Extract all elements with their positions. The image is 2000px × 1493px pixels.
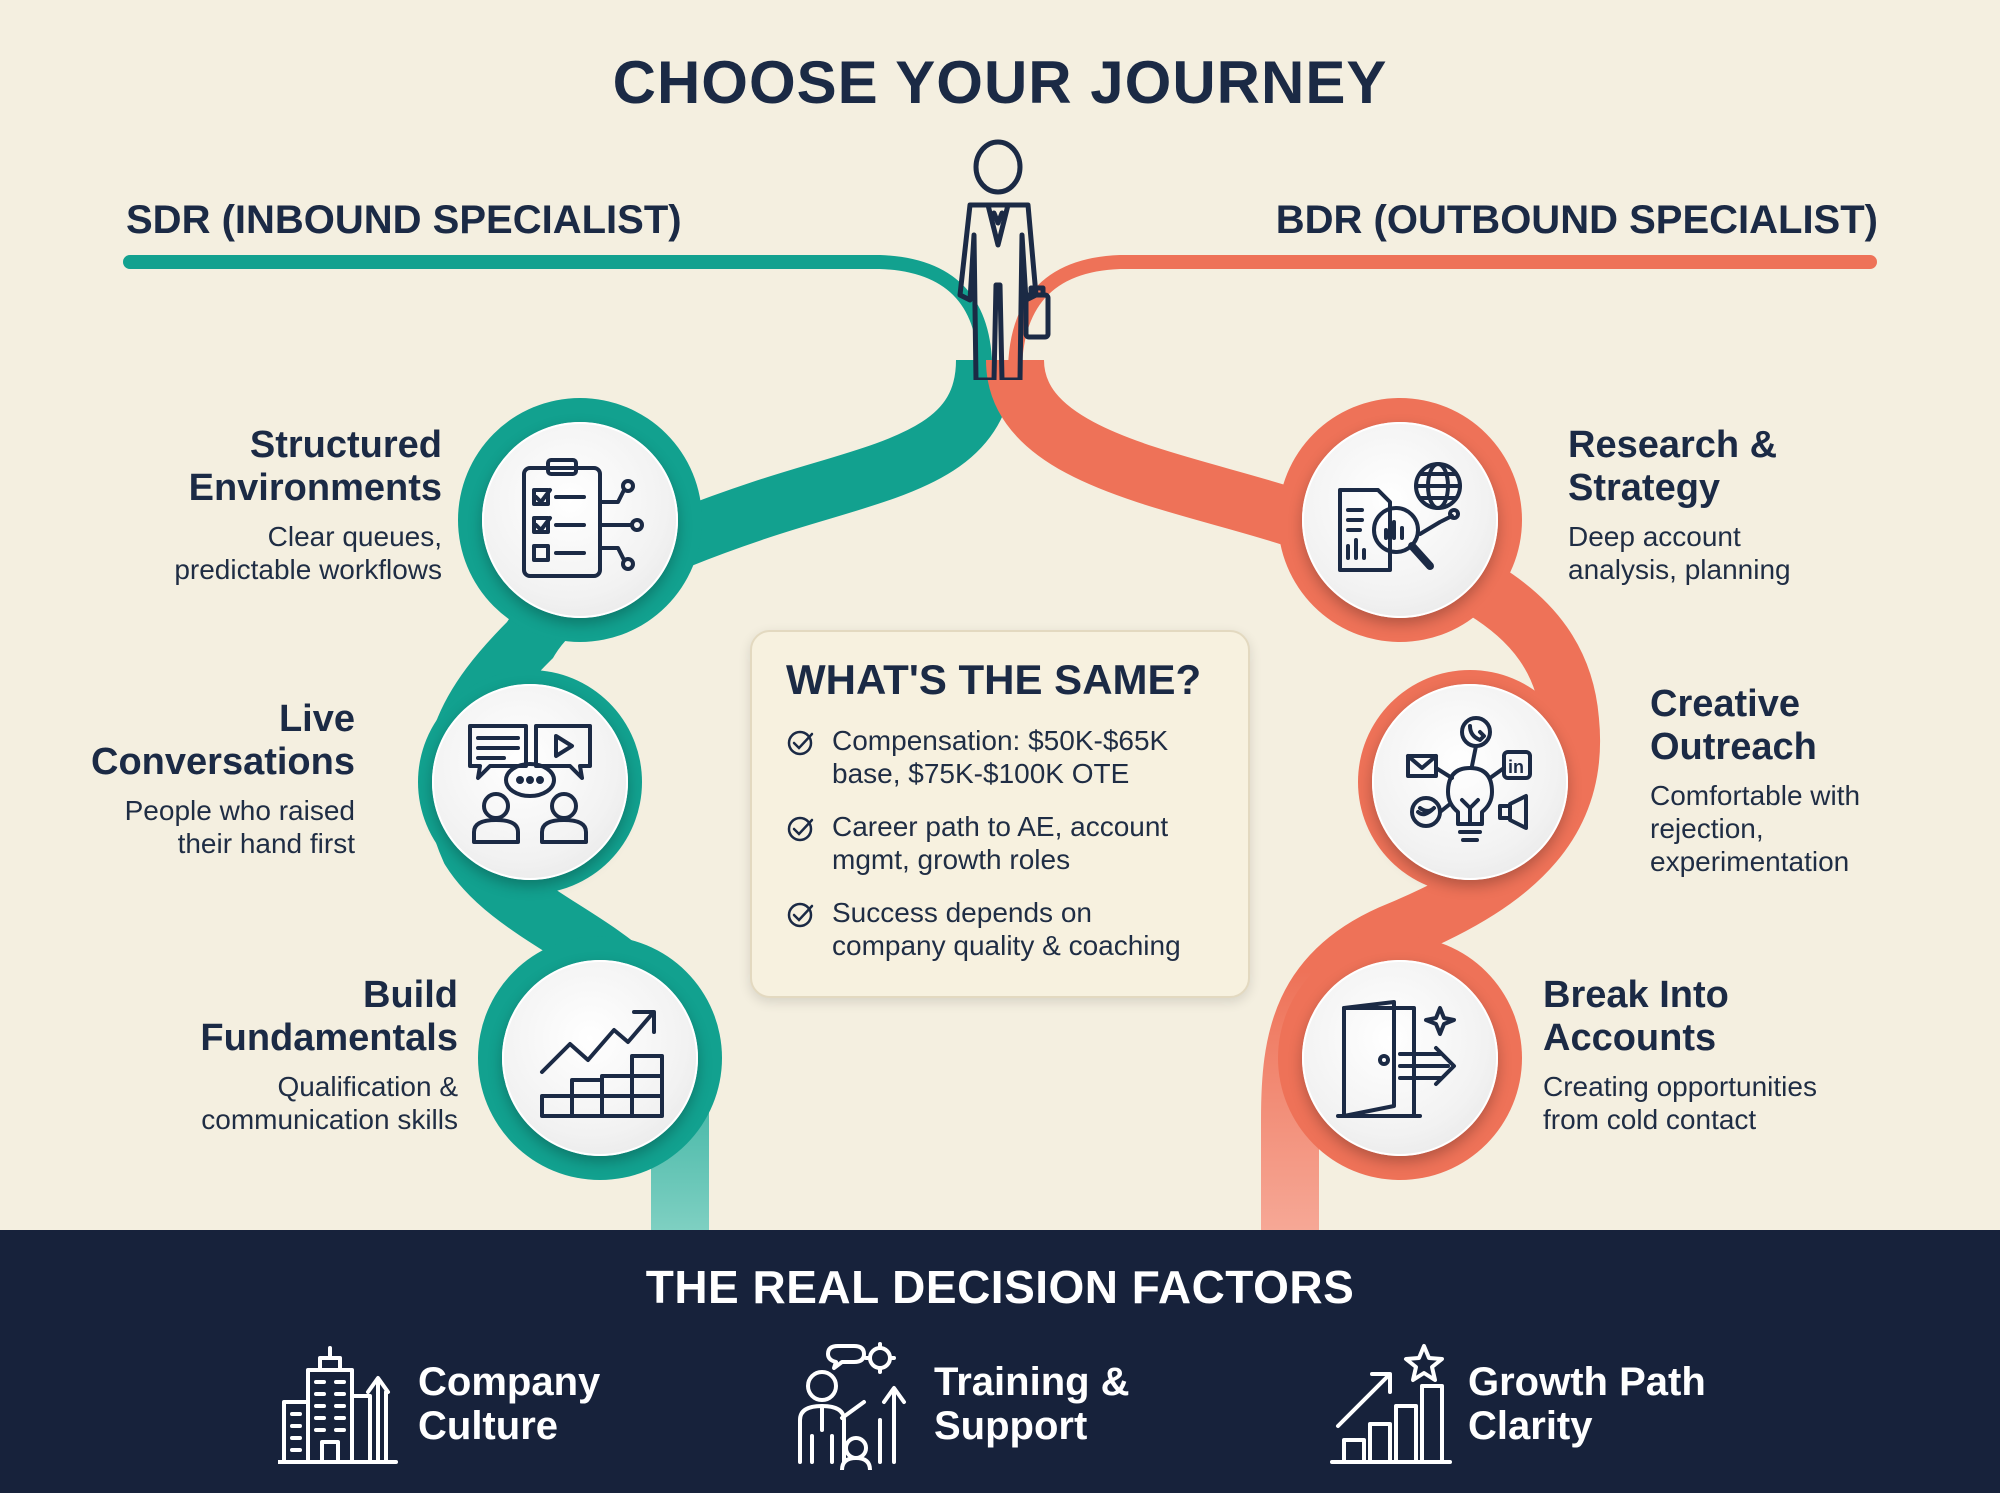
growth-star-icon (1330, 1344, 1452, 1464)
same-item-line1: Compensation: $50K-$65K (832, 725, 1169, 756)
page-title: CHOOSE YOUR JOURNEY (612, 49, 1388, 116)
factor-line2: Support (934, 1404, 1088, 1448)
factor-line2: Clarity (1468, 1404, 1593, 1448)
sdr-top-line (123, 255, 993, 387)
step-desc-line2: predictable workflows (174, 554, 442, 585)
step-desc-line1: People who raised (124, 795, 355, 826)
factor-line1: Company (418, 1360, 601, 1404)
same-item-line2: base, $75K-$100K OTE (832, 758, 1130, 789)
research-icon (1338, 462, 1462, 572)
step-title-line1: Research & (1568, 424, 1778, 466)
step-title-line1: Structured (249, 424, 442, 466)
step-title-line2: Environments (188, 467, 442, 509)
step-desc-line1: Deep account (1568, 521, 1741, 552)
step-title-line1: Creative (1650, 683, 1800, 725)
step-title-line2: Strategy (1568, 467, 1721, 509)
step-title-line2: Accounts (1543, 1017, 1717, 1059)
lightbulb-network-icon: in (1406, 716, 1532, 842)
step-title-line1: Build (363, 974, 458, 1016)
step-desc-line1: Clear queues, (267, 521, 442, 552)
same-panel-title: WHAT'S THE SAME? (786, 656, 1202, 703)
step-title-line2: Fundamentals (200, 1017, 458, 1059)
bdr-step-1-circle (1302, 422, 1498, 618)
step-desc-line3: experimentation (1650, 846, 1850, 877)
sdr-step-2-circle (432, 684, 628, 880)
sdr-step-3-circle (502, 960, 698, 1156)
same-item-line1: Success depends on (832, 897, 1092, 928)
check-circle-icon (787, 902, 814, 928)
footer-title: THE REAL DECISION FACTORS (645, 1261, 1355, 1313)
factor-line1: Growth Path (1468, 1360, 1706, 1404)
step-title-line1: Break Into (1543, 974, 1729, 1016)
checklist-icon (522, 458, 644, 578)
open-door-icon (1336, 1000, 1456, 1118)
sdr-step-1-circle (482, 422, 678, 618)
bdr-top-line (1007, 255, 1877, 387)
factor-line1: Training & (934, 1360, 1130, 1404)
bdr-path-label: BDR (OUTBOUND SPECIALIST) (1275, 198, 1878, 242)
factor-line2: Culture (418, 1404, 558, 1448)
whats-the-same-panel: WHAT'S THE SAME? Compensation: $50K-$65K… (750, 630, 1250, 998)
step-title-line1: Live (278, 698, 355, 740)
step-desc-line1: Comfortable with (1650, 780, 1861, 811)
step-desc-line1: Qualification & (277, 1071, 458, 1102)
building-icon (278, 1346, 398, 1464)
same-item-line2: company quality & coaching (832, 930, 1181, 961)
step-desc-line2: analysis, planning (1568, 554, 1791, 585)
same-item-line1: Career path to AE, account (832, 811, 1169, 842)
sdr-path-label: SDR (INBOUND SPECIALIST) (126, 198, 682, 242)
sdr-road (425, 358, 1014, 1232)
step-desc-line2: communication skills (201, 1104, 458, 1135)
step-title-line2: Conversations (91, 741, 355, 783)
step-title-line2: Outreach (1650, 726, 1817, 768)
bdr-step-3-circle (1302, 960, 1498, 1156)
businessman-icon (957, 139, 1051, 380)
factor-label: Training &Support (934, 1360, 1130, 1448)
svg-text:in: in (1508, 757, 1524, 777)
check-circle-icon (787, 816, 814, 842)
step-desc-line2: their hand first (177, 828, 355, 859)
step-desc-line2: rejection, (1650, 813, 1764, 844)
step-desc-line2: from cold contact (1543, 1104, 1757, 1135)
step-desc-line1: Creating opportunities (1543, 1071, 1817, 1102)
bdr-step-2-circle: in (1372, 684, 1568, 880)
growth-chart-icon (540, 1010, 664, 1118)
same-item-line2: mgmt, growth roles (832, 844, 1071, 875)
check-circle-icon (787, 730, 814, 756)
training-icon (798, 1342, 906, 1470)
conversation-icon (468, 724, 592, 844)
